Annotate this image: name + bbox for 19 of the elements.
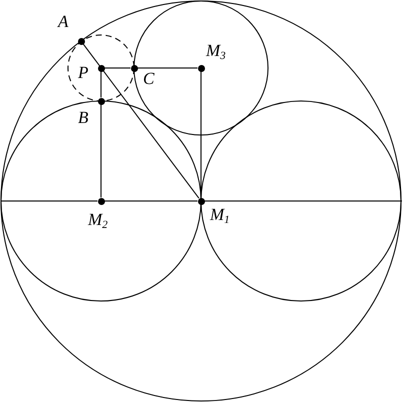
point-label: C: [143, 70, 154, 87]
point-dot: [198, 64, 204, 72]
line-segment: [104, 200, 198, 202]
point-label: A: [58, 13, 68, 30]
point-dot: [98, 98, 104, 104]
point-dot: [130, 64, 138, 72]
point-dot: [98, 198, 104, 204]
point-label: M$_{1}$: [210, 206, 230, 226]
line-segment: [100, 104, 102, 198]
point-label: M$_{2}$: [88, 211, 108, 231]
point-label: B: [78, 109, 88, 126]
line-segment: [200, 71, 202, 198]
line-segment: [82, 43, 200, 199]
point-label: M$_{3}$: [206, 42, 226, 62]
point-dot: [198, 198, 204, 204]
point-dot: [98, 64, 104, 72]
line-segment: [100, 71, 102, 98]
point-label: P: [78, 64, 88, 81]
point-dot: [78, 38, 84, 44]
